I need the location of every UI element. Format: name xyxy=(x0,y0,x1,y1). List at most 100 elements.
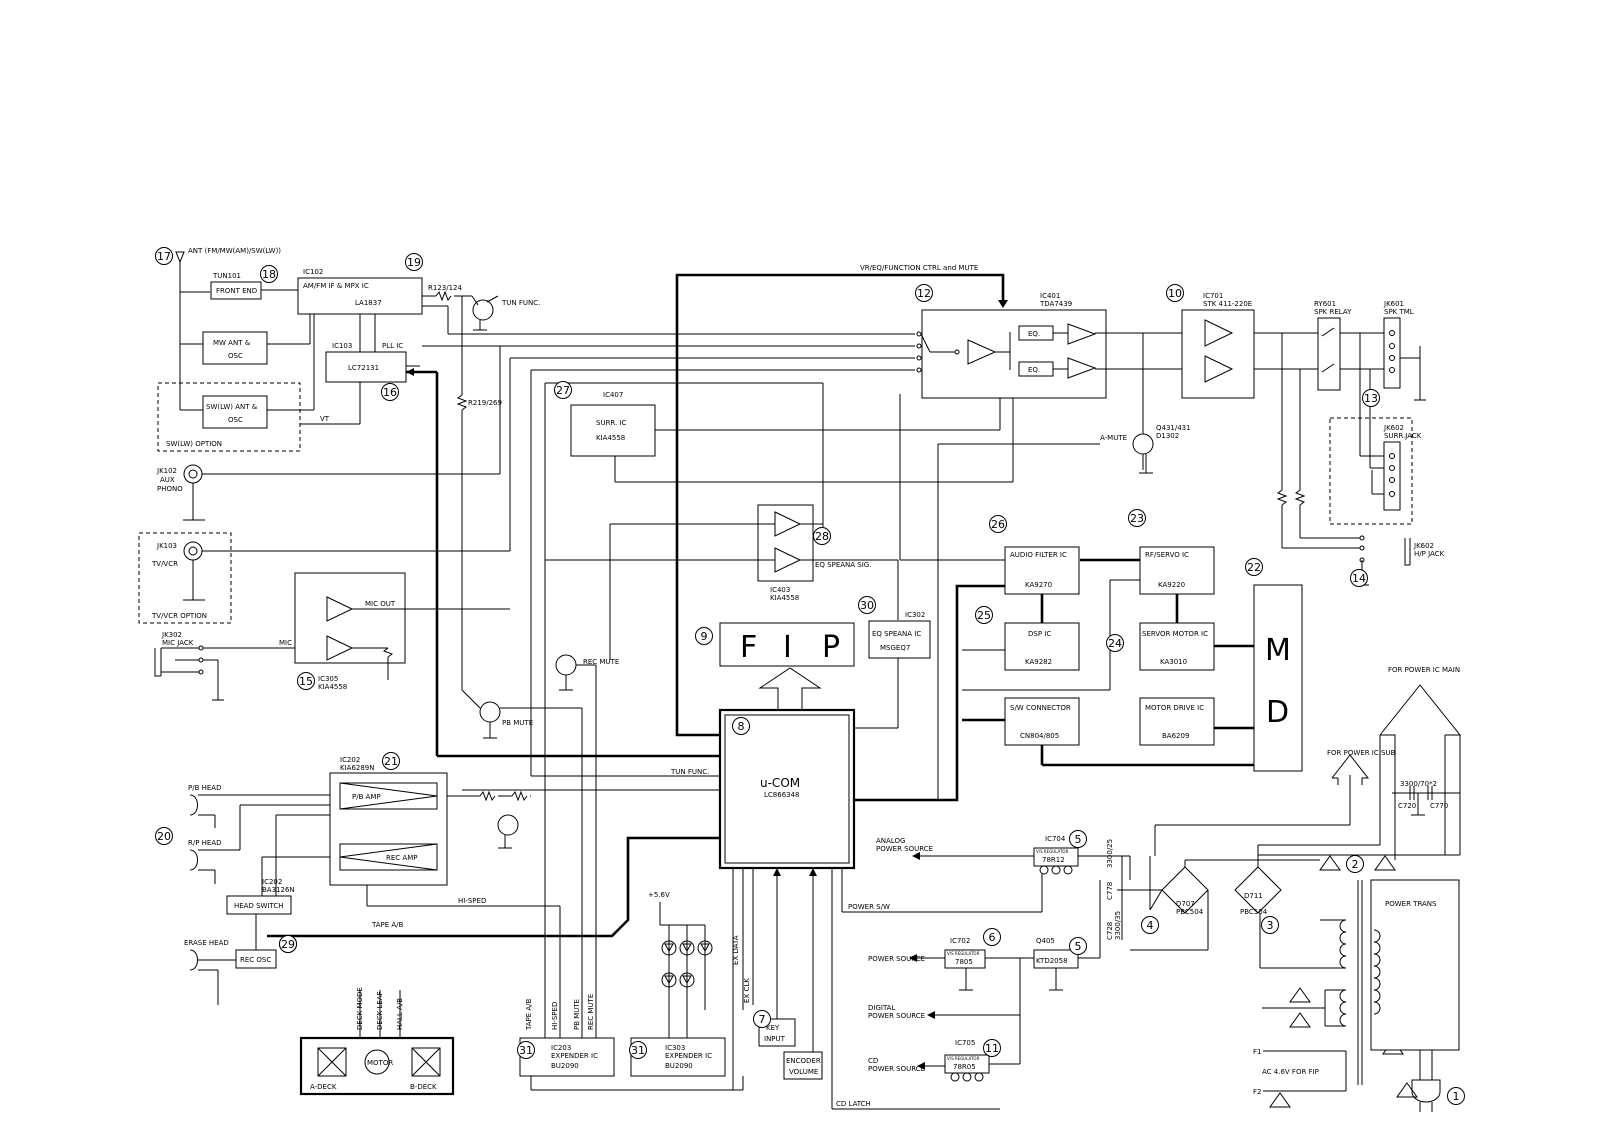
mic-amp-2 xyxy=(326,635,354,661)
for-main-label: FOR POWER IC MAIN xyxy=(1388,666,1460,674)
ba3126-label: BA3126N xyxy=(262,886,295,894)
warning-icon xyxy=(1269,1092,1291,1108)
encoder-volume-box[interactable] xyxy=(783,1051,823,1080)
callout-circle xyxy=(554,381,572,399)
ic701-label: IC701 xyxy=(1203,292,1223,300)
r123-label: R123/124 xyxy=(428,284,462,292)
d1302-label: D1302 xyxy=(1156,432,1179,440)
callout-circle xyxy=(1346,855,1364,873)
ic403-label: IC403 xyxy=(770,586,790,594)
callout-number: 25 xyxy=(977,609,991,622)
ic202b-label: IC202 xyxy=(262,878,282,886)
enc-label-2: VOLUME xyxy=(789,1068,818,1076)
callout-circle xyxy=(1245,558,1263,576)
ac-label: AC 4.6V FOR FIP xyxy=(1262,1068,1319,1076)
ex-clk-label: EX CLK xyxy=(743,978,751,1003)
lc72131-label: LC72131 xyxy=(348,364,379,372)
ic702-box xyxy=(944,949,986,969)
warning-icon xyxy=(1289,1012,1311,1028)
callout-number: 13 xyxy=(1364,392,1378,405)
ic305-label: IC305 xyxy=(318,675,338,683)
callout-circle xyxy=(915,284,933,302)
callout-circle xyxy=(155,247,173,265)
hi-sped-v-label: HI-SPED xyxy=(551,1002,559,1030)
fip-display-box xyxy=(719,622,855,667)
phono-label: PHONO xyxy=(157,485,183,493)
callout-number: 10 xyxy=(1168,287,1182,300)
vt-label: VT xyxy=(320,415,330,423)
warning-icon xyxy=(1289,987,1311,1003)
callout-number: 31 xyxy=(519,1044,533,1057)
callout-number: 5 xyxy=(1075,833,1082,846)
sw-option-label: SW(LW) OPTION xyxy=(166,440,222,448)
callout-number: 20 xyxy=(157,830,171,843)
callout-numbers: 1234556789101112131415161718192021222324… xyxy=(155,247,1465,1105)
callout-number: 28 xyxy=(815,530,829,543)
mw-ant-label-1: MW ANT & xyxy=(213,339,251,347)
hi-sped-label: HI-SPED xyxy=(458,897,486,905)
sw-ant-label-1: SW(LW) ANT & xyxy=(206,403,258,411)
rp-head-label: R/P HEAD xyxy=(188,839,222,847)
md-unit-box xyxy=(1253,584,1303,772)
ic303-box xyxy=(630,1037,726,1077)
eq-part-label: MSGEQ7 xyxy=(880,644,910,652)
fip-p: P xyxy=(822,630,840,665)
callout-circle xyxy=(1128,509,1146,527)
ic102-part: LA1837 xyxy=(355,299,382,307)
c778v-label: 3300/25 xyxy=(1106,839,1114,868)
tun101-label: TUN101 xyxy=(212,272,241,280)
ba6209-label: BA6209 xyxy=(1162,732,1189,740)
callout-number: 26 xyxy=(991,518,1005,531)
callout-number: 4 xyxy=(1147,919,1154,932)
audio-filter-label: AUDIO FILTER IC xyxy=(1010,551,1067,559)
ucom-part: LC866348 xyxy=(764,791,800,799)
callout-circle xyxy=(1350,569,1368,587)
jk103-label: JK103 xyxy=(156,542,177,550)
key-label-1: KEY xyxy=(766,1024,780,1032)
power-trans-label: POWER TRANS xyxy=(1385,900,1437,908)
callout-circle xyxy=(983,928,1001,946)
callout-number: 21 xyxy=(384,755,398,768)
cd-latch-label: CD LATCH xyxy=(836,1100,871,1108)
fip-arrow xyxy=(758,667,822,710)
ic401-out-amp-2 xyxy=(1067,357,1097,379)
sw-ant-label-2: OSC xyxy=(228,416,243,424)
callout-circle xyxy=(1362,389,1380,407)
ex-data-label: EX DATA xyxy=(732,935,740,965)
f1-label: F1 xyxy=(1253,1048,1261,1056)
head-switch-label: HEAD SWITCH xyxy=(234,902,284,910)
ic202-part: KIA6289N xyxy=(340,764,375,772)
analog-power-source-label: POWER SOURCE xyxy=(876,845,933,853)
ic302-label: IC302 xyxy=(905,611,925,619)
d707-bridge xyxy=(1161,866,1209,914)
motor-drive-ic-box xyxy=(1139,697,1215,746)
eq-speana-ic-label: EQ SPEANA IC xyxy=(872,630,921,638)
deck-mode-label: DECK MODE xyxy=(356,987,364,1030)
callout-circle xyxy=(155,827,173,845)
warning-icons xyxy=(1269,855,1418,1108)
callout-number: 31 xyxy=(631,1044,645,1057)
callout-circle xyxy=(753,1010,771,1028)
power-sw-label: POWER S/W xyxy=(848,903,890,911)
pb-head-icon xyxy=(189,794,198,816)
dsp-ic-label: DSP IC xyxy=(1028,630,1051,638)
callout-circle xyxy=(260,265,278,283)
surr-ic-box xyxy=(570,404,656,457)
rec-mute-v-label: REC MUTE xyxy=(587,994,595,1030)
v56-label: +5.6V xyxy=(648,891,670,899)
callout-circle xyxy=(382,752,400,770)
warning-icon xyxy=(1396,1082,1418,1098)
ic704-label: IC704 xyxy=(1045,835,1066,843)
rec-osc-label: REC OSC xyxy=(240,956,271,964)
ac-plug-icon xyxy=(1411,1079,1441,1103)
ic103-label: IC103 xyxy=(332,342,352,350)
ic705-label: IC705 xyxy=(955,1039,975,1047)
b-deck-label: B-DECK xyxy=(410,1083,437,1091)
cap-label: 3300/70*2 xyxy=(1400,780,1437,788)
surr-ic-part: KIA4558 xyxy=(596,434,625,442)
ic401-box xyxy=(921,309,1107,399)
callout-circle xyxy=(279,935,297,953)
mic-in-label: MIC IN xyxy=(279,639,302,647)
ic102-title: AM/FM IF & MPX IC xyxy=(303,282,369,290)
dsp-ic-box xyxy=(1004,622,1080,671)
